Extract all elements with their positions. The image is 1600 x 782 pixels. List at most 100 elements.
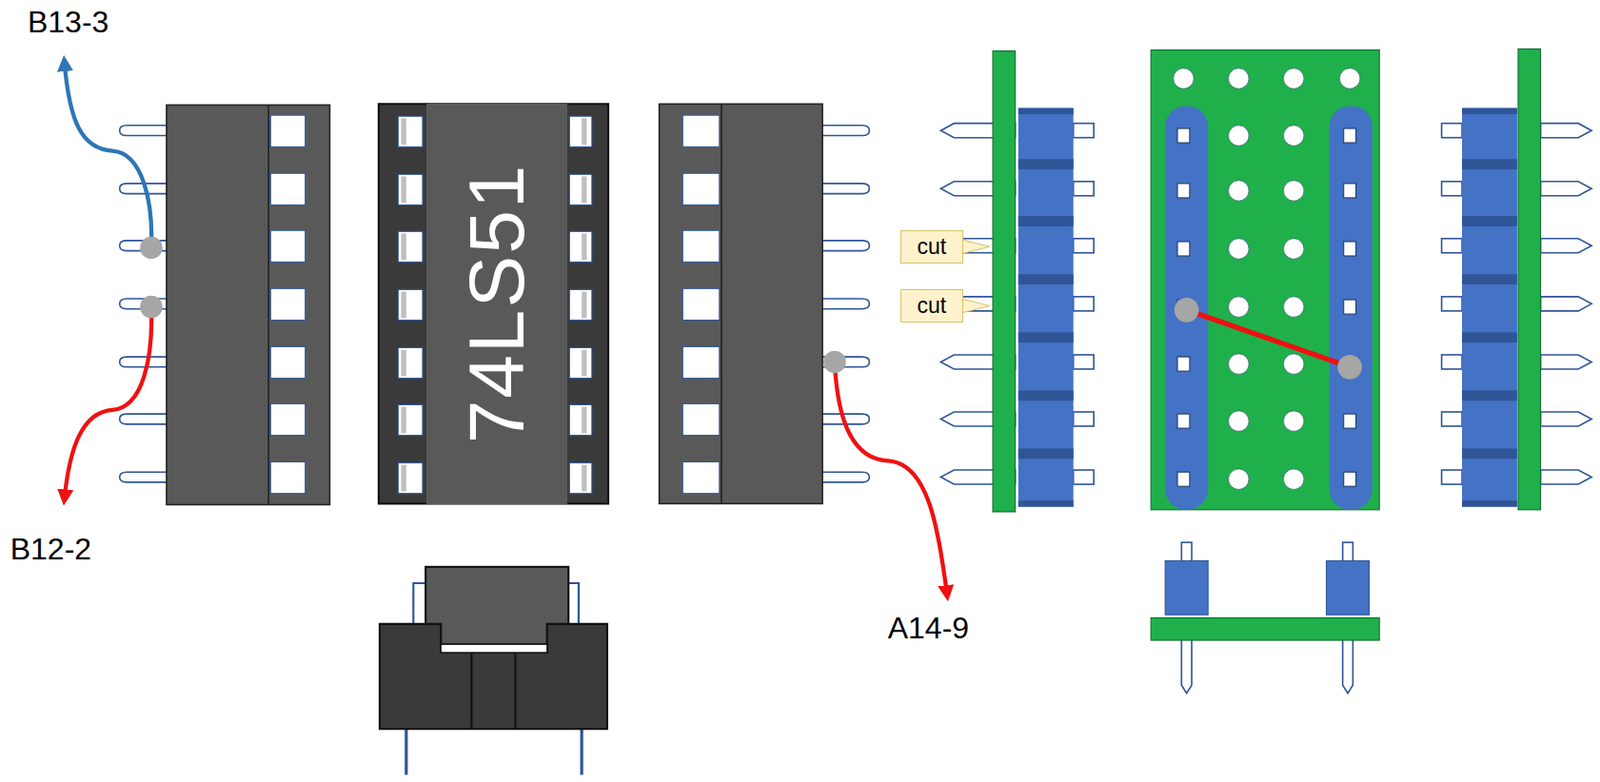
- socket-contact: [682, 230, 720, 262]
- header-divider: [1018, 274, 1074, 285]
- callout-pointer: [961, 239, 990, 255]
- socket-contact: [682, 346, 720, 378]
- header-divider: [1461, 108, 1518, 115]
- socket-contact: [270, 288, 305, 320]
- header-divider: [1018, 158, 1074, 170]
- socket-contact: [270, 230, 305, 262]
- header-pin: [1540, 238, 1593, 254]
- header-pin: [1181, 542, 1192, 563]
- header-pin: [1181, 640, 1192, 694]
- solder-dot: [1337, 355, 1363, 380]
- chip-pin: [569, 347, 593, 378]
- pin-hole: [1343, 128, 1357, 143]
- header-pin: [1343, 640, 1354, 694]
- pin-hole: [1177, 128, 1190, 143]
- chip-pin: [569, 289, 593, 320]
- header-block: [1326, 560, 1370, 615]
- socket-contact: [270, 115, 305, 147]
- hole: [1283, 354, 1304, 375]
- chip-label: 74LS51: [457, 163, 536, 445]
- socket-divider: [471, 652, 515, 730]
- pin-hole: [1177, 241, 1190, 257]
- socket-pin: [119, 472, 167, 483]
- chip-pin: [569, 463, 593, 494]
- header-pin: [1540, 355, 1593, 370]
- chip-pin: [581, 233, 587, 260]
- header-pin: [1540, 123, 1593, 139]
- pin-hole: [1177, 183, 1190, 198]
- socket-pin: [119, 356, 167, 368]
- chip-pin: [397, 174, 423, 205]
- pcb-edge: [1518, 48, 1541, 510]
- header-pin: [1073, 355, 1094, 370]
- header-block: [1018, 108, 1074, 508]
- socket-side: [379, 624, 608, 730]
- hole: [1228, 469, 1249, 490]
- header-pin: [1540, 470, 1593, 485]
- header-block: [1165, 560, 1208, 615]
- header-divider: [1461, 274, 1518, 285]
- chip-pin: [397, 404, 423, 435]
- chip-pin: [581, 465, 587, 493]
- header-divider: [1461, 332, 1518, 343]
- chip-pin: [569, 174, 593, 205]
- pin-hole: [1343, 414, 1357, 429]
- wire: [834, 361, 948, 593]
- header-pin: [1343, 542, 1354, 563]
- chip-pin: [581, 350, 587, 377]
- header-pin: [1073, 123, 1094, 139]
- wire: [64, 307, 152, 498]
- header-divider: [1461, 449, 1518, 460]
- chip-pin: [397, 463, 423, 494]
- header-divider: [1018, 108, 1074, 115]
- socket-contact: [682, 173, 720, 205]
- pin-hole: [1177, 414, 1190, 429]
- socket-pin: [822, 298, 870, 310]
- socket-contact: [270, 346, 305, 378]
- wire: [64, 62, 152, 248]
- chip-pin: [581, 118, 587, 145]
- header-pin: [1073, 296, 1094, 312]
- header-divider: [1018, 216, 1074, 227]
- chip-pin: [569, 231, 593, 262]
- chip-pin: [397, 289, 423, 320]
- header-pin: [1073, 238, 1094, 254]
- pin-hole: [1343, 299, 1357, 315]
- header-divider: [1018, 390, 1074, 401]
- socket-contact: [682, 115, 720, 147]
- header-pin: [1441, 412, 1462, 427]
- chip-pin: [581, 176, 587, 203]
- ic-chip: 74LS51: [426, 103, 568, 504]
- socket-leg: [406, 729, 582, 775]
- header-divider: [1461, 500, 1518, 507]
- hole: [1283, 68, 1304, 89]
- header-pin: [1540, 296, 1593, 312]
- perfboard-side: [1150, 617, 1380, 641]
- header-pin: [1073, 470, 1094, 485]
- callout-pointer: [961, 298, 990, 314]
- header-pin: [1441, 238, 1462, 254]
- hole: [1283, 411, 1304, 432]
- chip-pin: [581, 407, 587, 435]
- pin-hole: [1343, 183, 1357, 198]
- copper-strip: [1165, 105, 1208, 510]
- socket-body: [659, 103, 823, 504]
- chip-pin: [397, 231, 423, 262]
- socket-body: [166, 104, 330, 505]
- chip-pin: [397, 116, 423, 147]
- socket-pin: [822, 125, 870, 137]
- header-pin: [1073, 181, 1094, 197]
- solder-dot: [823, 351, 847, 375]
- jumper-wire: [1186, 310, 1350, 368]
- socket-contact: [270, 403, 305, 435]
- cut-callout: cut: [900, 230, 964, 263]
- pcb-edge: [992, 51, 1016, 513]
- chip-pin: [400, 350, 406, 377]
- solder-dot: [139, 237, 163, 260]
- hole: [1228, 296, 1249, 317]
- header-divider: [1461, 158, 1518, 170]
- hole: [1339, 68, 1360, 89]
- chip-pin: [397, 347, 423, 378]
- header-pin: [1441, 181, 1462, 197]
- chip-pin: [400, 118, 406, 145]
